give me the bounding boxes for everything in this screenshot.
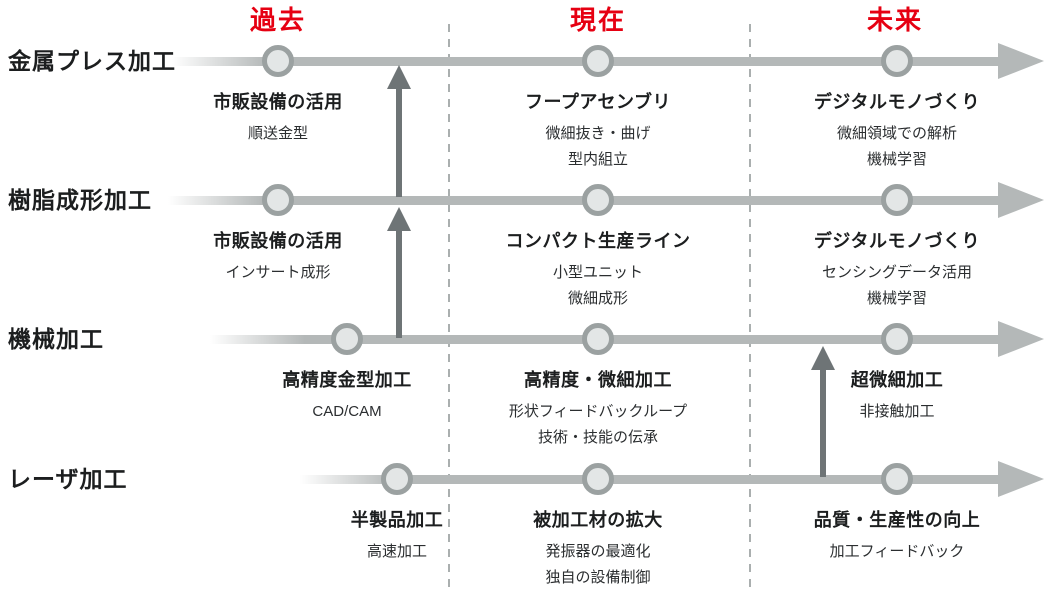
milestone-node-future — [881, 463, 913, 495]
milestone-detail: 型内組立 — [567, 151, 628, 168]
milestone-laser-present: 被加工材の拡大 発振器の最適化 独自の設備制御 — [448, 506, 748, 590]
milestone-machining-present: 高精度・微細加工 形状フィードバックループ 技術・技能の伝承 — [448, 366, 748, 451]
period-heading-future: 未来 — [866, 5, 923, 35]
timeline-arrowhead-icon — [998, 321, 1044, 357]
milestone-title: フープアセンブリ — [524, 92, 672, 112]
milestone-detail: 非接触加工 — [859, 403, 935, 420]
milestone-detail: 形状フィードバックループ — [508, 403, 688, 420]
timeline-arrowhead-icon — [998, 43, 1044, 79]
milestone-detail: 微細抜き・曲げ — [545, 125, 651, 142]
milestone-machining-past: 高精度金型加工 CAD/CAM — [197, 366, 497, 425]
transfer-arrow-icon-resin-to-press — [387, 65, 411, 89]
milestone-detail: 小型ユニット — [552, 264, 643, 281]
milestone-node-present — [582, 184, 614, 216]
milestone-node-past — [381, 463, 413, 495]
milestone-node-present — [582, 45, 614, 77]
period-heading-past: 過去 — [249, 5, 306, 35]
milestone-detail: センシングデータ活用 — [821, 264, 972, 281]
milestone-node-past — [262, 45, 294, 77]
milestone-title: デジタルモノづくり — [813, 92, 981, 112]
milestone-laser-future: 品質・生産性の向上 加工フィードバック — [747, 506, 1047, 565]
milestone-resin-molding-future: デジタルモノづくり センシングデータ活用 機械学習 — [747, 227, 1047, 312]
milestone-title: デジタルモノづくり — [813, 231, 981, 251]
process-label-laser: レーザ加工 — [8, 466, 128, 492]
milestone-resin-molding-past: 市販設備の活用 インサート成形 — [128, 227, 428, 286]
milestone-detail: 高速加工 — [366, 543, 427, 560]
milestone-metal-press-past: 市販設備の活用 順送金型 — [128, 88, 428, 147]
transfer-arrow-shaft — [396, 88, 402, 197]
milestone-title: 半製品加工 — [350, 510, 444, 530]
milestone-title: 市販設備の活用 — [213, 231, 343, 251]
era-divider-present-future — [749, 24, 751, 590]
milestone-title: 高精度・微細加工 — [524, 370, 672, 390]
milestone-title: 品質・生産性の向上 — [813, 510, 981, 530]
milestone-node-present — [582, 323, 614, 355]
milestone-detail: CAD/CAM — [312, 403, 382, 420]
milestone-node-present — [582, 463, 614, 495]
milestone-node-past — [262, 184, 294, 216]
milestone-detail: 技術・技能の伝承 — [537, 429, 658, 446]
milestone-detail: 独自の設備制御 — [545, 569, 651, 586]
transfer-arrow-shaft — [396, 230, 402, 338]
milestone-detail: 機械学習 — [866, 151, 927, 168]
milestone-resin-molding-present: コンパクト生産ライン 小型ユニット 微細成形 — [448, 227, 748, 312]
milestone-title: コンパクト生産ライン — [505, 231, 691, 251]
milestone-title: 市販設備の活用 — [213, 92, 343, 112]
milestone-node-future — [881, 323, 913, 355]
milestone-machining-future: 超微細加工 非接触加工 — [747, 366, 1047, 425]
milestone-node-future — [881, 45, 913, 77]
milestone-node-past — [331, 323, 363, 355]
milestone-detail: 発振器の最適化 — [545, 543, 651, 560]
milestone-detail: 機械学習 — [866, 290, 927, 307]
process-label-metal-press: 金属プレス加工 — [8, 48, 176, 74]
milestone-metal-press-future: デジタルモノづくり 微細領域での解析 機械学習 — [747, 88, 1047, 173]
milestone-title: 超微細加工 — [850, 370, 944, 390]
milestone-detail: インサート成形 — [225, 264, 331, 281]
period-heading-present: 現在 — [569, 5, 626, 35]
process-label-resin-molding: 樹脂成形加工 — [8, 187, 152, 213]
milestone-node-future — [881, 184, 913, 216]
milestone-title: 被加工材の拡大 — [533, 510, 663, 530]
transfer-arrow-shaft — [820, 369, 826, 477]
milestone-detail: 微細成形 — [567, 290, 628, 307]
timeline-arrowhead-icon — [998, 182, 1044, 218]
milestone-detail: 順送金型 — [247, 125, 308, 142]
milestone-detail: 微細領域での解析 — [836, 125, 957, 142]
milestone-metal-press-present: フープアセンブリ 微細抜き・曲げ 型内組立 — [448, 88, 748, 173]
milestone-laser-past: 半製品加工 高速加工 — [247, 506, 547, 565]
milestone-detail: 加工フィードバック — [829, 543, 965, 560]
milestone-title: 高精度金型加工 — [282, 370, 412, 390]
process-label-machining: 機械加工 — [8, 326, 104, 352]
timeline-laser — [300, 475, 1000, 484]
transfer-arrow-icon-machining-to-resin — [387, 207, 411, 231]
era-divider-past-present — [448, 24, 450, 590]
transfer-arrow-icon-laser-to-machining — [811, 346, 835, 370]
timeline-arrowhead-icon — [998, 461, 1044, 497]
